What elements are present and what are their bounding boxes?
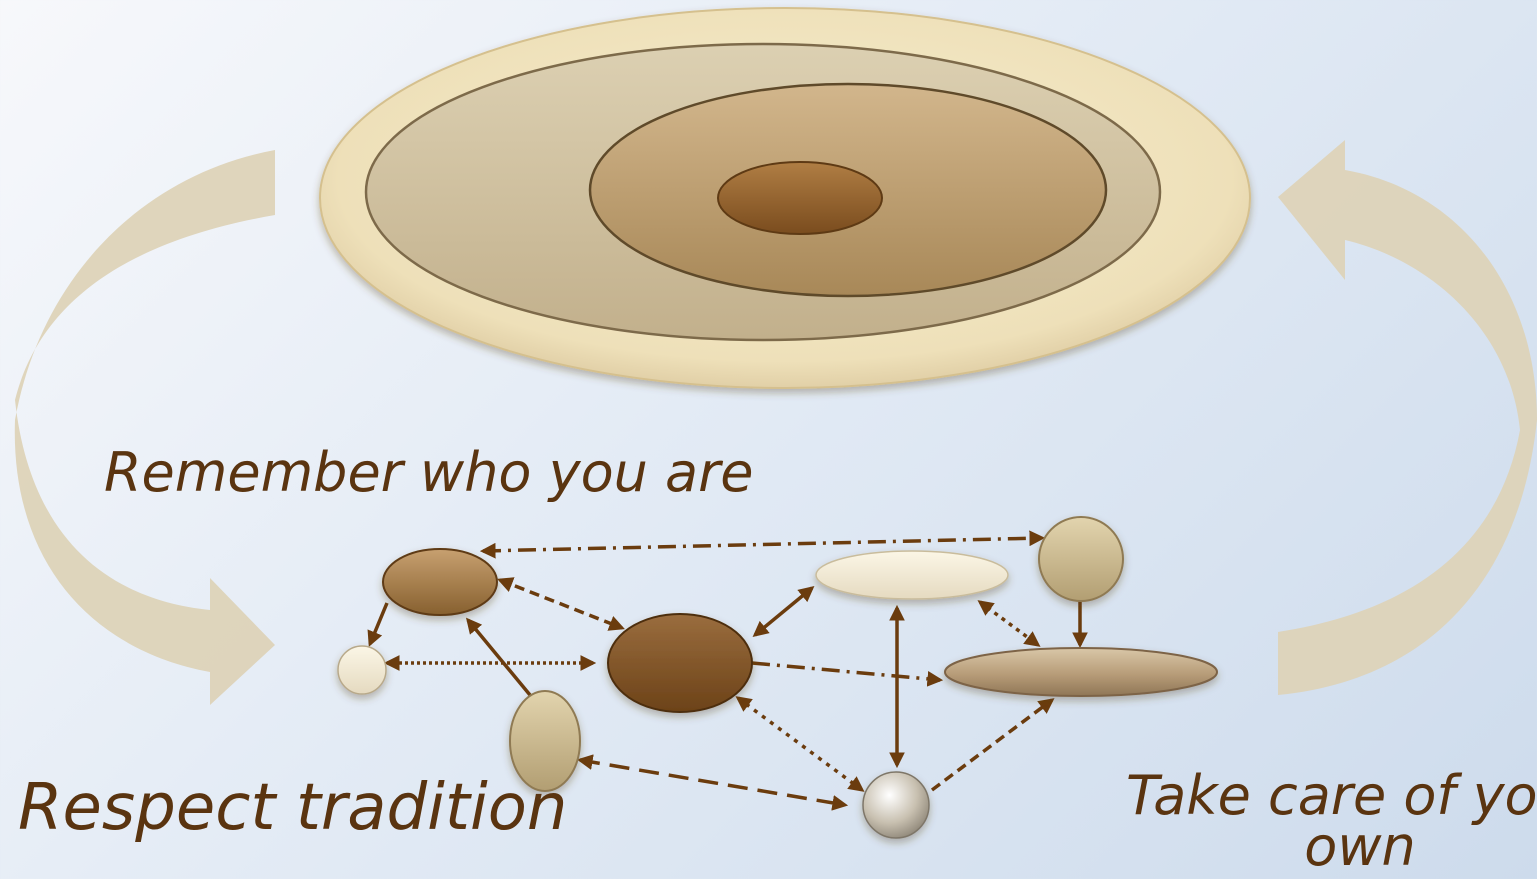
- connector-6: [755, 588, 812, 635]
- connector-9: [738, 698, 862, 790]
- left-curved-arrow: [15, 150, 275, 705]
- connector-3: [370, 603, 387, 644]
- caption-remember: Remember who you are: [104, 446, 754, 500]
- caption-respect: Respect tradition: [18, 776, 567, 840]
- node-gray-sphere: [863, 772, 929, 838]
- node-small-cream: [338, 646, 386, 694]
- connector-11: [932, 700, 1052, 790]
- connector-1: [483, 538, 1042, 551]
- caption-take-care: Take care of your own: [1090, 770, 1537, 873]
- connector-7: [752, 663, 940, 680]
- connector-5: [468, 620, 530, 695]
- connector-12: [980, 602, 1038, 645]
- concentric-circles: [320, 8, 1250, 388]
- node-tan-circle: [1039, 517, 1123, 601]
- node-brown-oval: [383, 549, 497, 615]
- connector-2: [500, 580, 622, 628]
- node-cream-flat: [816, 551, 1008, 599]
- connector-8: [580, 760, 845, 805]
- node-large-brown: [608, 614, 752, 712]
- core-ring: [718, 162, 882, 234]
- node-long-oval: [945, 648, 1217, 696]
- right-curved-arrow: [1278, 140, 1537, 695]
